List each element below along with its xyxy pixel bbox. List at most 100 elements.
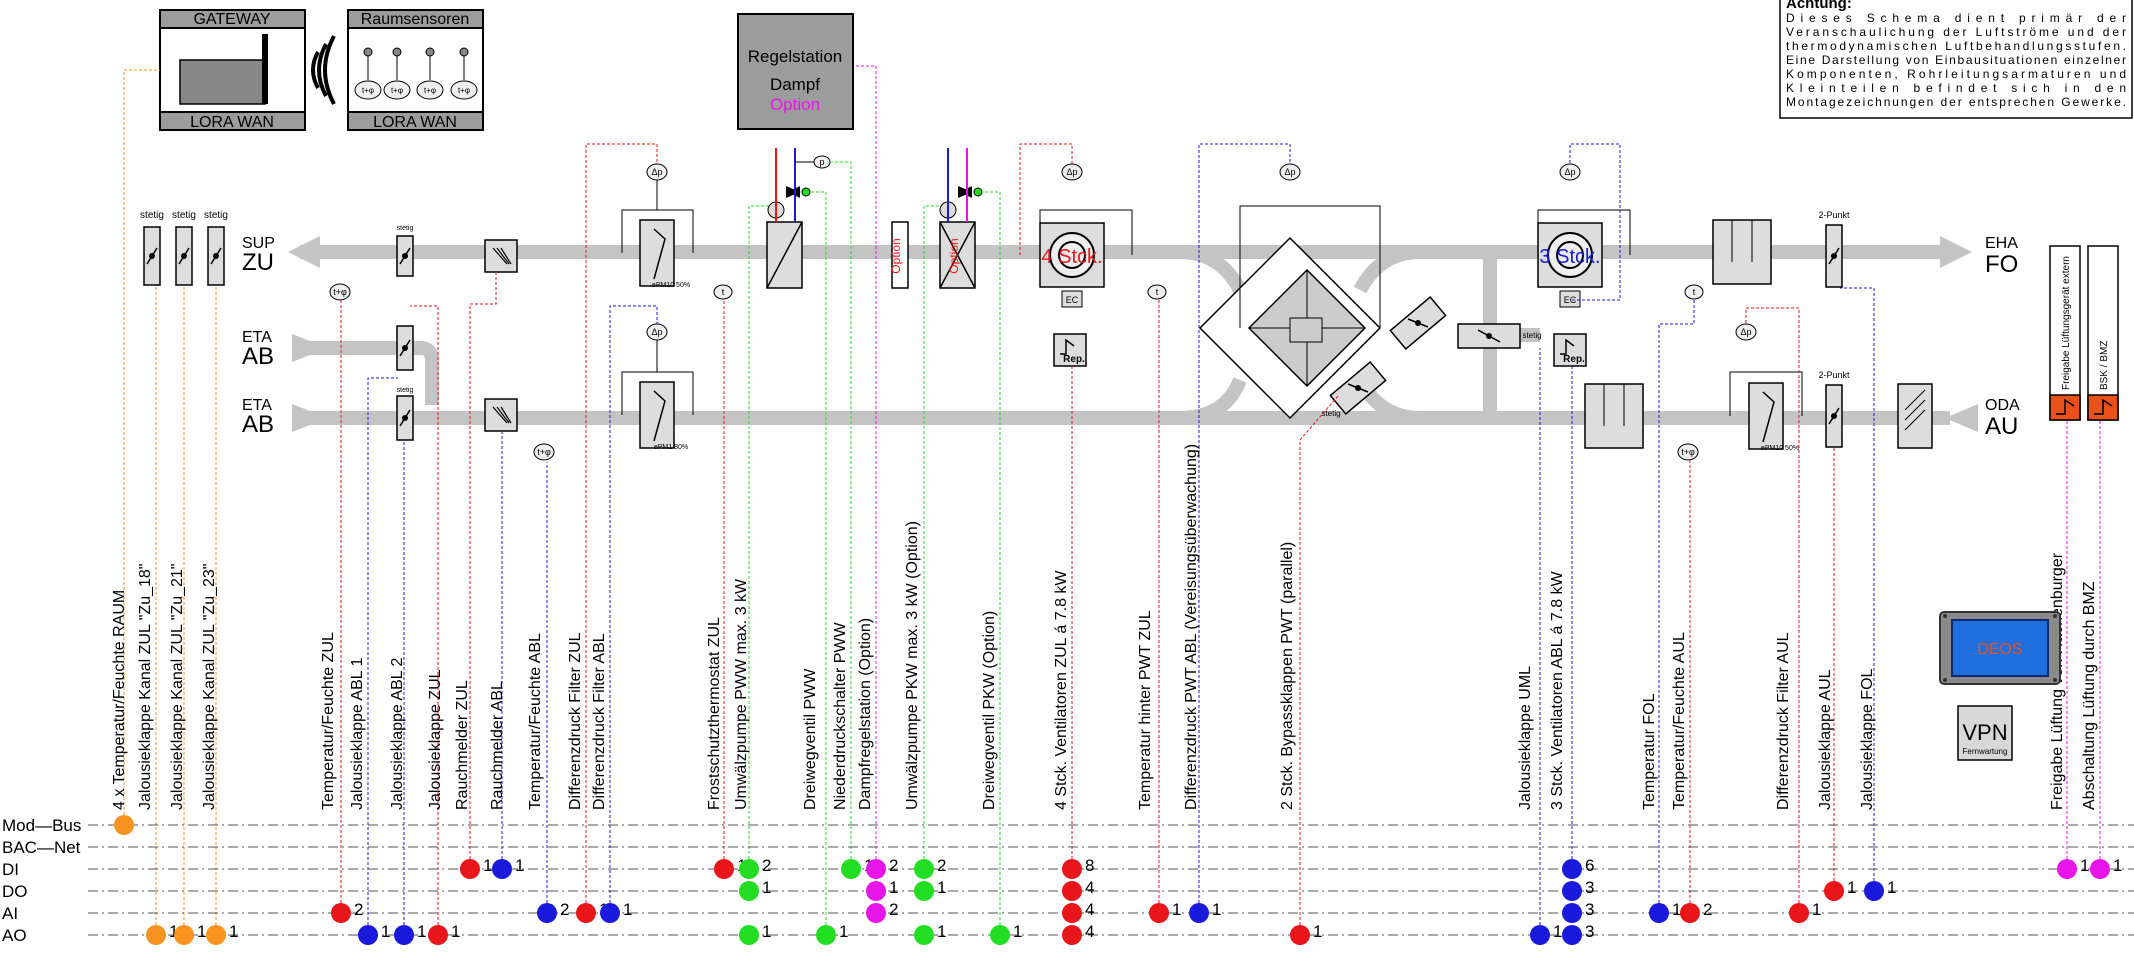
io-point-count: 1 [623, 900, 632, 919]
bus-label: AI [2, 904, 18, 923]
bus-label: Mod—Bus [2, 816, 81, 835]
io-point [537, 903, 557, 923]
io-point [174, 925, 194, 945]
io-point [866, 859, 886, 879]
dp-heat-exchanger-label: Δp [1284, 167, 1295, 177]
weather-grille-slat [1904, 409, 1926, 431]
silencer-oda [1584, 383, 1644, 449]
io-point [2057, 859, 2077, 879]
dp-line-oda [1729, 371, 1803, 416]
temp-fol [1684, 284, 1704, 300]
fan-exhaust-ec [1559, 290, 1581, 308]
io-point [206, 925, 226, 945]
io-point-count: 1 [381, 922, 390, 941]
signal-label: Jalousieklappe Kanal ZUL "Zu_23" [201, 564, 218, 810]
fan-supply-ec-label: EC [1066, 295, 1079, 305]
duct-arrows [288, 236, 1978, 432]
io-point-count: 1 [483, 856, 492, 875]
signal-label: Temperatur/Feuchte ABL [527, 633, 544, 810]
io-point [914, 925, 934, 945]
temp-fol-label: t [1693, 287, 1696, 297]
dp-fan-supply-label: Δp [1066, 167, 1077, 177]
io-point-count: 1 [169, 922, 178, 941]
io-point [331, 903, 351, 923]
dp-line-fan-eha [1537, 209, 1631, 255]
sensor-tphi-abl-label: t+φ [537, 447, 551, 457]
repair-switch-supply-label: Rep. [1063, 354, 1085, 365]
io-points: 1112111112111211112122111844411116333121… [114, 815, 2122, 945]
io-point-count: 1 [1013, 922, 1022, 941]
io-point [1062, 925, 1082, 945]
smoke-detector-zul [484, 239, 518, 273]
io-point-count: 1 [1172, 900, 1181, 919]
sensor-head-icon [459, 47, 469, 57]
io-point [2090, 859, 2110, 879]
io-point [816, 925, 836, 945]
signal-line [1299, 395, 1339, 935]
dp-fan-exhaust-label: Δp [1564, 167, 1575, 177]
io-point-count: 2 [889, 900, 898, 919]
io-point-count: 2 [889, 856, 898, 875]
io-point-count: 4 [1085, 878, 1094, 897]
io-point [1562, 881, 1582, 901]
io-point-count: 1 [515, 856, 524, 875]
damper-abl1-pivot [402, 345, 408, 351]
damper-zu18-stetig: stetig [140, 210, 164, 221]
frost-thermostat-label: t [722, 287, 725, 297]
io-point-count: 1 [1812, 900, 1821, 919]
sensor-head-icon [425, 47, 435, 57]
signal-label: Differenzdruck Filter AUL [1775, 632, 1792, 810]
signal-line [923, 205, 940, 869]
fan-supply-hub [1058, 241, 1086, 269]
bus-label: AO [2, 926, 27, 945]
filter-oda-bag [1762, 391, 1775, 443]
signal-label: Jalousieklappe AUL [1817, 669, 1834, 810]
io-point-count: 2 [937, 856, 946, 875]
io-point [1680, 903, 1700, 923]
dp-heat-exchanger [1279, 163, 1301, 181]
filter-eta [639, 381, 675, 449]
damper-zu21-stetig: stetig [172, 210, 196, 221]
release-external-box: Freigabe Lüftungsgerät extern [2049, 245, 2081, 421]
note-line: Veranschaulichung der Luftströme und der [1786, 25, 2126, 39]
io-point [1562, 903, 1582, 923]
damper-abl2-pivot [402, 415, 408, 421]
bsk-bmz-box: BSK / BMZ [2087, 245, 2119, 421]
signal-label: Umwälzpumpe PKW max. 3 kW (Option) [904, 521, 921, 810]
signal-line [1658, 300, 1695, 913]
pressure-switch-pww-label: p [819, 157, 824, 167]
signal-label: Dreiwegventil PKW (Option) [981, 611, 998, 810]
io-point-count: 3 [1585, 900, 1594, 919]
dp-fan-exhaust [1559, 163, 1581, 181]
damper-zu18-pivot [149, 253, 155, 259]
sensor-chip-label: t+φ [458, 86, 470, 95]
io-point-count: 1 [229, 922, 238, 941]
io-point [492, 859, 512, 879]
vpn-subtitle: Fernwartung [1963, 747, 2008, 756]
dp-filter-sup-label: Δp [651, 167, 662, 177]
signal-label: Temperatur FOL [1641, 693, 1658, 810]
sensor-chip-label: t+φ [362, 86, 374, 95]
signal-label: Temperatur/Feuchte AUL [1671, 632, 1688, 810]
sensor-head-icon [363, 47, 373, 57]
smoke-detector-zul-line [500, 247, 512, 265]
weather-grille [1897, 383, 1933, 449]
io-point [739, 925, 759, 945]
fan-exhaust-label: 3 Stck. [1539, 246, 1600, 268]
io-point [914, 881, 934, 901]
io-point [866, 881, 886, 901]
sensors-footer: LORA WAN [373, 114, 457, 131]
repair-switch-supply-switch-icon [1060, 338, 1075, 355]
signal-line [1840, 287, 1875, 891]
bypass-damper-blade [1407, 318, 1429, 328]
io-point-count: 1 [197, 922, 206, 941]
damper-zu23-pivot [213, 253, 219, 259]
signal-label: Jalousieklappe Kanal ZUL "Zu_21" [169, 564, 186, 810]
signal-line [982, 191, 1001, 935]
label-eta2: ETA [242, 397, 272, 414]
io-point-count: 1 [1887, 878, 1896, 897]
fan-supply-wheel-icon [1049, 232, 1095, 278]
label-eta1: ETA [242, 329, 272, 346]
smoke-detector-zul-line [492, 247, 508, 265]
vpn-box: VPN Fernwartung [1957, 705, 2013, 761]
